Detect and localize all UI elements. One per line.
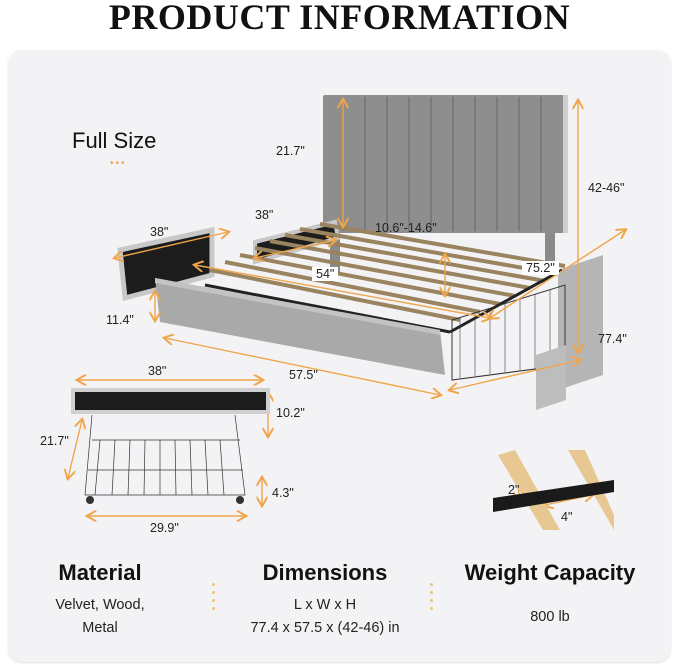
right-drawer (451, 284, 566, 410)
dimension-lines (68, 100, 625, 516)
dim-clearance: 11.4" (106, 313, 134, 327)
spec-heading: Weight Capacity (464, 560, 636, 585)
drawer-dim-panel-height: 10.2" (276, 406, 305, 420)
drawer-dim-length: 38" (148, 364, 167, 378)
spec-line: L x W x H (293, 597, 357, 613)
spec-heading: Material (58, 560, 142, 585)
spec-line: 77.4 x 57.5 x (42-46) in (250, 620, 400, 636)
spec-heading: Dimensions (262, 560, 388, 585)
headboard (323, 95, 568, 275)
drawer-dim-basket-height: 4.3" (272, 486, 294, 500)
dim-headboard-height: 21.7" (276, 144, 305, 158)
drawer-dim-basket-length: 29.9" (150, 521, 179, 535)
slat-dim-gap: 2" (508, 483, 520, 497)
slat-detail (493, 450, 614, 530)
dim-adjustable-gap: 10.6"-14.6" (375, 221, 437, 235)
slat-dim-width: 4" (561, 510, 573, 524)
drawer-detail (71, 388, 270, 504)
spec-line: Velvet, Wood, (55, 597, 145, 613)
spec-line: Metal (82, 620, 118, 636)
spec-weight-capacity: Weight Capacity 800 lb (450, 560, 650, 629)
size-label: Full Size (72, 128, 157, 153)
spec-line: 800 lb (530, 609, 570, 625)
dim-total-height: 42-46" (588, 181, 625, 195)
divider-dots (430, 583, 434, 615)
page-title: PRODUCT INFORMATION (108, 0, 571, 37)
spec-material: Material Velvet, Wood, Metal (20, 560, 180, 640)
divider-dots (212, 583, 216, 615)
decorative-dots: ••• (110, 158, 127, 169)
dim-inner-length: 75.2" (522, 261, 559, 275)
spec-dimensions: Dimensions L x W x H 77.4 x 57.5 x (42-46… (215, 560, 435, 640)
dim-overall-length: 77.4" (598, 332, 627, 346)
dim-drawer-length-back: 38" (255, 208, 274, 222)
dim-drawer-length-left: 38" (150, 225, 169, 239)
dim-inner-width: 54" (312, 267, 339, 281)
drawer-dim-depth: 21.7" (40, 434, 69, 448)
dim-overall-width: 57.5" (289, 368, 318, 382)
